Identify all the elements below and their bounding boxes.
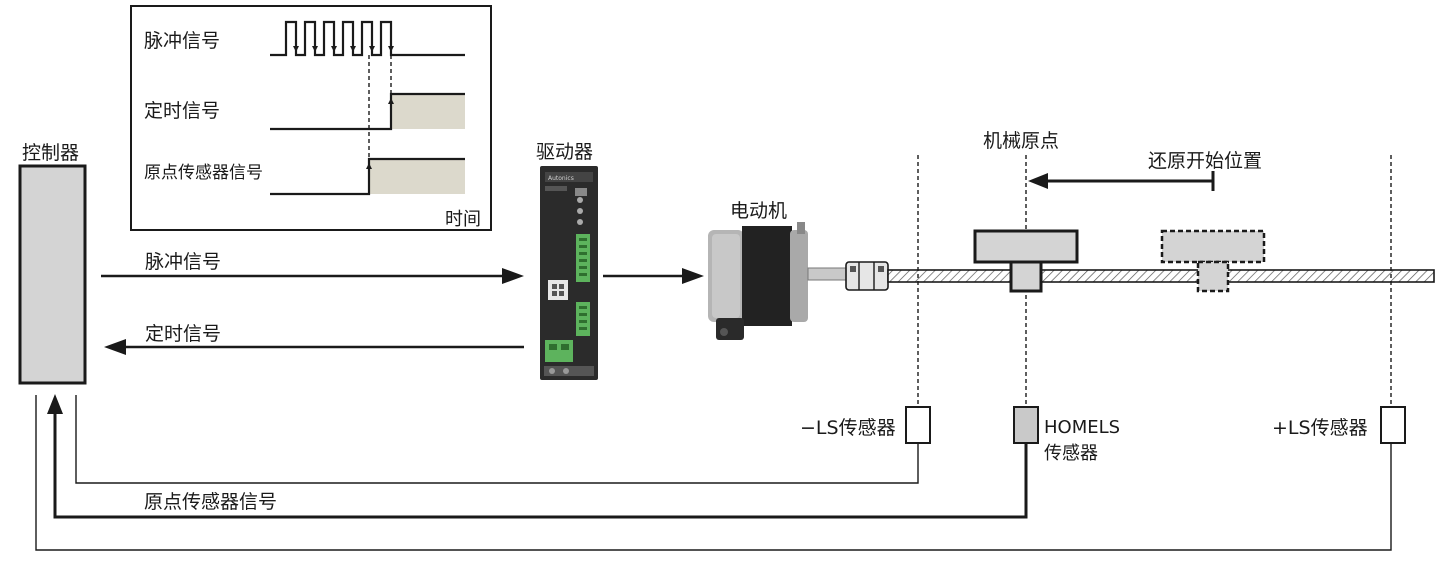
terminal-block-lower	[545, 340, 573, 362]
table-at-return-start	[1160, 229, 1266, 293]
mechanical-origin-label: 机械原点	[983, 130, 1059, 152]
pulse-edge-arrows	[293, 46, 394, 52]
svg-text:Autonics: Autonics	[548, 175, 574, 182]
minus-ls-label: −LS传感器	[800, 417, 896, 439]
sensor-minus-ls: −LS传感器	[800, 406, 931, 444]
feedback-wiring: 原点传感器信号	[35, 394, 1392, 551]
homels-label-line2: 传感器	[1044, 443, 1098, 464]
screw-shaft	[887, 269, 1435, 283]
origin-arrow-head	[47, 394, 63, 414]
motor-label: 电动机	[730, 200, 787, 222]
pulse-waveform	[270, 20, 465, 57]
pulse-arrow-head	[502, 268, 524, 284]
timing-rise-arrow	[388, 98, 394, 104]
timing-chart-time-label: 时间	[445, 209, 481, 230]
origin-sensor-signal-label: 原点传感器信号	[144, 491, 277, 513]
pulse-signal-label: 脉冲信号	[145, 251, 221, 273]
timing-signal-label: 定时信号	[145, 323, 221, 345]
return-start-label: 还原开始位置	[1148, 150, 1262, 172]
homing-direction-arrow	[1028, 171, 1215, 191]
timing-chart: 脉冲信号 定时信号 原点传感器信号 时间	[130, 5, 492, 231]
motor-arrow-head	[682, 268, 704, 284]
controller-label: 控制器	[22, 142, 79, 164]
timing-arrow-head	[104, 339, 126, 355]
origin-signal-high	[369, 159, 465, 194]
driver-label: 驱动器	[536, 141, 593, 163]
ball-screw	[845, 261, 1435, 291]
driver: 驱动器 Autonics	[536, 141, 598, 380]
controller-box	[18, 164, 87, 385]
motor: 电动机	[708, 200, 847, 340]
timing-chart-origin-label: 原点传感器信号	[144, 163, 263, 183]
origin-waveform	[270, 157, 465, 196]
plus-ls-label: +LS传感器	[1272, 417, 1368, 439]
timing-chart-pulse-label: 脉冲信号	[144, 30, 220, 52]
sensor-plus-ls: +LS传感器	[1272, 406, 1406, 444]
timing-chart-timing-label: 定时信号	[144, 100, 220, 122]
homels-label-line1: HOMELS	[1044, 417, 1120, 438]
timing-waveform	[270, 92, 465, 131]
controller: 控制器	[18, 142, 87, 385]
origin-rise-arrow	[366, 163, 372, 169]
signal-lines: 脉冲信号 定时信号	[101, 251, 704, 355]
table-at-origin	[973, 229, 1079, 293]
sensor-homels: HOMELS 传感器	[1013, 406, 1120, 464]
timing-signal-high	[391, 94, 465, 129]
